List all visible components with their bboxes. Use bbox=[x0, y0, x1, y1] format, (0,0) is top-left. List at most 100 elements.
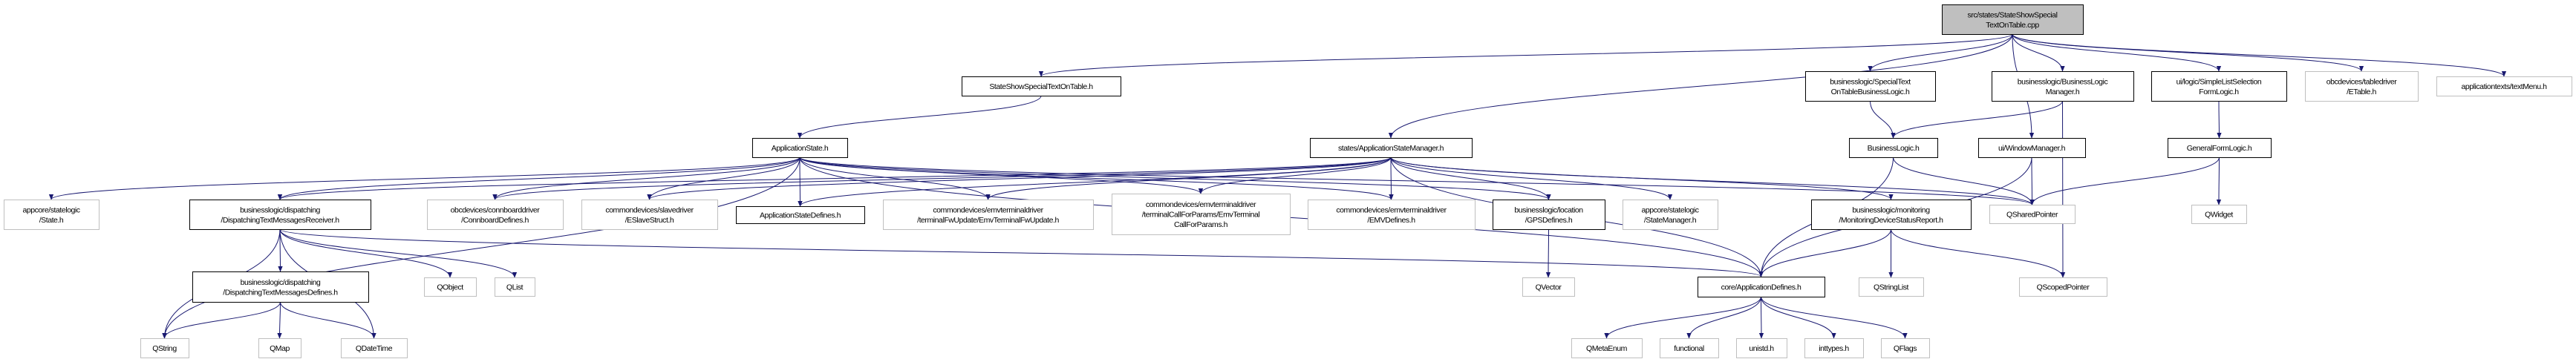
node-gfl[interactable]: GeneralFormLogic.h bbox=[2168, 138, 2272, 158]
edge-as-to-fwup bbox=[799, 157, 991, 200]
node-as[interactable]: ApplicationState.h bbox=[752, 138, 848, 158]
edge-asm-to-eslave bbox=[647, 157, 1392, 200]
node-bl[interactable]: BusinessLogic.h bbox=[1849, 138, 1938, 158]
node-box bbox=[2019, 277, 2107, 297]
node-qvector: QVector bbox=[1522, 277, 1575, 297]
node-fwup: commondevices/emvterminaldriver/terminal… bbox=[883, 200, 1094, 230]
node-asm[interactable]: states/ApplicationStateManager.h bbox=[1310, 138, 1473, 158]
node-label: OnTableBusinessLogic.h bbox=[1831, 88, 1910, 96]
node-label: businesslogic/BusinessLogic bbox=[2018, 77, 2108, 86]
edge-root-to-asm bbox=[1388, 33, 2013, 139]
node-box bbox=[1310, 138, 1473, 158]
edge-asm-to-cfp bbox=[1198, 157, 1392, 194]
edge-appdef-to-inttypes bbox=[1761, 296, 1836, 339]
node-label: /DispatchingTextMessagesDefines.h bbox=[223, 288, 338, 297]
node-stbl[interactable]: businesslogic/SpecialTextOnTableBusiness… bbox=[1805, 71, 1936, 102]
node-sssh[interactable]: StateShowSpecialTextOnTable.h bbox=[962, 76, 1121, 96]
node-label: commondevices/slavedriver bbox=[605, 205, 694, 214]
node-label: /StateManager.h bbox=[1644, 216, 1697, 225]
node-box bbox=[427, 200, 564, 230]
node-box bbox=[1992, 71, 2134, 102]
node-box bbox=[4, 200, 100, 230]
edges-layer bbox=[49, 33, 2507, 339]
node-box bbox=[2168, 138, 2272, 158]
node-box bbox=[1308, 200, 1476, 230]
node-box bbox=[1112, 194, 1291, 235]
edge-gps-to-qvector bbox=[1545, 228, 1551, 278]
node-label: /DispatchingTextMessagesReceiver.h bbox=[221, 216, 339, 225]
node-label: commondevices/emvterminaldriver bbox=[933, 205, 1043, 214]
node-appdef[interactable]: core/ApplicationDefines.h bbox=[1698, 277, 1825, 297]
node-qobject: QObject bbox=[424, 277, 477, 297]
edge-dtmd-to-qdatetime bbox=[280, 301, 376, 339]
node-label: TextOnTable.cpp bbox=[1986, 21, 2039, 30]
node-box bbox=[1571, 338, 1643, 358]
edge-dtmr-to-qlist bbox=[279, 228, 518, 278]
node-connb: obcdevices/connboarddriver/ConnboardDefi… bbox=[427, 200, 564, 230]
node-etable: obcdevices/tabledriver/ETable.h bbox=[2305, 71, 2419, 102]
edge-gfl-to-qsp bbox=[2029, 157, 2220, 205]
edge-blm-to-qscoped bbox=[2060, 100, 2066, 278]
node-box bbox=[1660, 338, 1719, 358]
node-box bbox=[752, 138, 848, 158]
node-asd[interactable]: ApplicationStateDefines.h bbox=[736, 206, 865, 224]
node-label: commondevices/emvterminaldriver bbox=[1146, 200, 1256, 209]
edge-blm-to-bl bbox=[1891, 100, 2063, 139]
node-box bbox=[962, 76, 1121, 96]
edge-appdef-to-qmetaenum bbox=[1604, 296, 1761, 339]
node-qmap: QMap bbox=[258, 338, 301, 358]
edge-appdef-to-functional bbox=[1686, 296, 1761, 339]
node-label: applicationtexts/textMenu.h bbox=[2461, 82, 2547, 91]
node-dtmr[interactable]: businesslogic/dispatching/DispatchingTex… bbox=[189, 200, 371, 230]
edge-asm-to-fwup bbox=[985, 157, 1392, 200]
node-box bbox=[2305, 71, 2419, 102]
node-label: BusinessLogic.h bbox=[1868, 144, 1920, 153]
edge-as-to-qstring bbox=[162, 157, 800, 339]
node-label: ui/logic/SimpleListSelection bbox=[2176, 77, 2262, 86]
node-label: /ConnboardDefines.h bbox=[461, 216, 529, 225]
node-box bbox=[1522, 277, 1575, 297]
node-label: /MonitoringDeviceStatusReport.h bbox=[1839, 216, 1943, 225]
node-label: functional bbox=[1674, 344, 1704, 353]
node-gps[interactable]: businesslogic/location/GPSDefines.h bbox=[1493, 200, 1605, 230]
node-label: /ETable.h bbox=[2347, 88, 2376, 96]
node-label: businesslogic/dispatching bbox=[240, 205, 320, 214]
edge-sssh-to-as bbox=[797, 95, 1042, 139]
node-label: businesslogic/monitoring bbox=[1852, 205, 1930, 214]
edge-stbl-to-bl bbox=[1870, 100, 1896, 139]
node-box bbox=[581, 200, 718, 230]
edge-as-to-state bbox=[49, 157, 800, 200]
node-box bbox=[883, 200, 1094, 230]
node-box bbox=[2191, 205, 2247, 224]
node-label: /terminalFwUpdate/EmvTerminalFwUpdate.h bbox=[917, 216, 1059, 225]
edge-gfl-to-qwidget bbox=[2216, 157, 2222, 205]
node-root[interactable]: src/states/StateShowSpecialTextOnTable.c… bbox=[1942, 4, 2084, 35]
edge-asm-to-emvd bbox=[1389, 157, 1394, 200]
node-label: appcore/statelogic bbox=[22, 205, 79, 214]
node-cfp: commondevices/emvterminaldriver/terminal… bbox=[1112, 194, 1291, 235]
node-label: QSharedPointer bbox=[2006, 211, 2058, 220]
edge-asm-to-asd bbox=[798, 157, 1392, 207]
node-label: ApplicationStateDefines.h bbox=[760, 211, 841, 220]
edge-root-to-sssh bbox=[1039, 33, 2013, 77]
node-label: obcdevices/tabledriver bbox=[2326, 77, 2398, 86]
edge-asm-to-qsp bbox=[1390, 157, 2035, 205]
node-box bbox=[1623, 200, 1718, 230]
edge-root-to-textmenu bbox=[2012, 33, 2507, 77]
node-box bbox=[1859, 277, 1924, 297]
node-box bbox=[1942, 4, 2084, 35]
node-wm[interactable]: ui/WindowManager.h bbox=[1978, 138, 2086, 158]
node-label: /terminalCallForParams/EmvTerminal bbox=[1142, 211, 1260, 220]
node-dtmd[interactable]: businesslogic/dispatching/DispatchingTex… bbox=[192, 271, 369, 303]
node-label: QStringList bbox=[1874, 283, 1909, 292]
node-label: states/ApplicationStateManager.h bbox=[1338, 144, 1444, 153]
node-box bbox=[2151, 71, 2287, 102]
node-qscoped: QScopedPointer bbox=[2019, 277, 2107, 297]
node-box bbox=[495, 277, 535, 297]
node-label: QVector bbox=[1536, 283, 1562, 292]
node-mdsr[interactable]: businesslogic/monitoring/MonitoringDevic… bbox=[1811, 200, 1972, 230]
nodes-layer: src/states/StateShowSpecialTextOnTable.c… bbox=[4, 4, 2572, 358]
node-label: ui/WindowManager.h bbox=[1998, 144, 2066, 153]
